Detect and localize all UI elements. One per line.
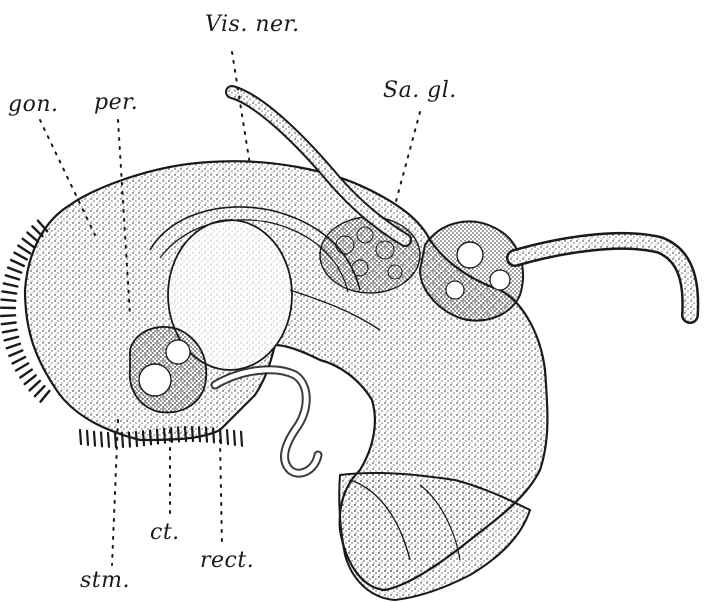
cilium (122, 433, 123, 447)
cilium (5, 337, 19, 341)
cilium (20, 370, 32, 378)
cilium (164, 429, 165, 443)
label-stm: stm. (80, 568, 130, 593)
cilium (18, 246, 30, 254)
cilium (11, 260, 24, 266)
label-vis-ner: Vis. ner. (205, 12, 300, 37)
cilium (199, 427, 200, 441)
cilium (30, 381, 40, 391)
cilium (178, 427, 179, 441)
cilium (171, 428, 172, 442)
cilium (143, 431, 144, 445)
cilium (2, 291, 16, 293)
label-sa-gl: Sa. gl. (383, 78, 457, 103)
cilium (129, 433, 130, 447)
cilium (9, 351, 22, 356)
cilium (3, 330, 17, 333)
label-per: per. (94, 90, 138, 115)
cilium (185, 427, 186, 441)
cilium (136, 432, 137, 446)
cilium (227, 430, 228, 444)
salivary-gland (320, 217, 420, 293)
cilium (213, 428, 214, 442)
cilium (35, 386, 45, 396)
cilium (7, 344, 20, 349)
cilium (101, 432, 102, 446)
cilium (14, 253, 26, 260)
cilium (27, 233, 38, 242)
cilium (115, 433, 116, 447)
cilium (41, 391, 50, 402)
cilium (16, 363, 28, 370)
cilium (206, 428, 207, 442)
cilium (108, 433, 109, 447)
cilium (4, 283, 18, 286)
label-gon: gon. (8, 92, 59, 117)
cilium (150, 430, 151, 444)
cilium (1, 315, 15, 316)
cilium (6, 275, 19, 279)
cilium (23, 239, 34, 247)
cilium (25, 375, 36, 384)
cilium (2, 300, 16, 301)
cilium (192, 427, 193, 441)
cilium (8, 268, 21, 273)
cilium (2, 323, 16, 325)
cilium (87, 431, 88, 445)
cilium (32, 226, 42, 236)
cilium (13, 357, 26, 363)
cilium (80, 430, 81, 444)
cilium (241, 432, 242, 446)
cilium (157, 430, 158, 444)
cilium (94, 432, 95, 446)
label-ct: ct. (150, 520, 180, 545)
cilium (234, 431, 235, 445)
label-rect: rect. (200, 548, 254, 573)
